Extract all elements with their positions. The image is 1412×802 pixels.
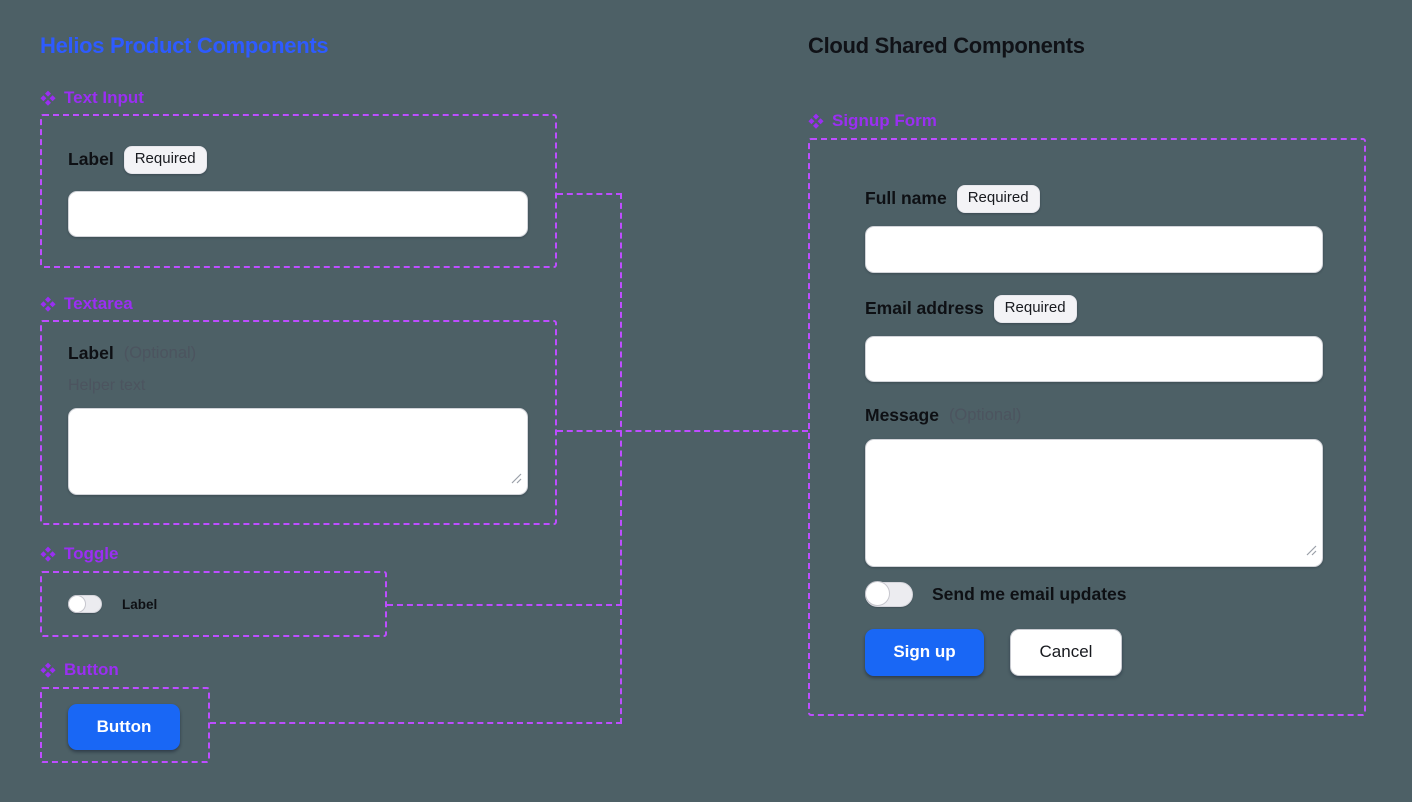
full-name-input[interactable]: [865, 225, 1323, 273]
component-name: Button: [64, 660, 119, 679]
email-updates-toggle[interactable]: [864, 581, 913, 607]
textarea-field[interactable]: [68, 408, 528, 495]
button-component-box: Button: [40, 687, 210, 763]
toggle-knob[interactable]: [864, 581, 890, 606]
textarea-component-box: Label (Optional) Helper text: [40, 320, 557, 525]
component-icon: [40, 90, 56, 106]
toggle-knob[interactable]: [67, 594, 86, 613]
text-input-field[interactable]: [68, 190, 528, 237]
component-name: Textarea: [64, 294, 133, 313]
sign-up-button[interactable]: Sign up: [865, 628, 984, 676]
text-input-component-box: Label Required: [40, 114, 557, 268]
component-header-textarea: Textarea: [40, 294, 133, 314]
optional-hint: (Optional): [948, 405, 1022, 424]
email-updates-label: Send me email updates: [932, 583, 1127, 604]
toggle-label: Label: [122, 596, 158, 612]
component-header-signup-form: Signup Form: [808, 111, 937, 131]
component-name: Signup Form: [832, 111, 937, 130]
email-label: Email address: [865, 298, 984, 319]
component-header-button: Button: [40, 660, 119, 680]
message-textarea[interactable]: [865, 438, 1323, 567]
connector-button: [210, 722, 622, 724]
component-header-toggle: Toggle: [40, 544, 118, 564]
component-icon: [40, 662, 56, 678]
field-label: Label: [68, 149, 114, 170]
optional-hint: (Optional): [123, 344, 197, 362]
required-badge: Required: [123, 146, 207, 174]
component-icon: [40, 296, 56, 312]
helper-text: Helper text: [68, 377, 146, 394]
email-input[interactable]: [865, 335, 1323, 382]
required-badge: Required: [993, 294, 1077, 323]
component-icon: [40, 546, 56, 562]
left-panel-title: Helios Product Components: [40, 33, 329, 58]
toggle-component-box: Label: [40, 571, 387, 637]
required-badge: Required: [956, 185, 1040, 213]
right-panel-title: Cloud Shared Components: [808, 33, 1085, 58]
full-name-label: Full name: [865, 188, 947, 209]
connector-trunk-vertical: [620, 193, 622, 724]
connector-textarea-to-form: [557, 430, 808, 432]
sample-button[interactable]: Button: [68, 704, 180, 750]
component-name: Toggle: [64, 544, 119, 563]
component-name: Text Input: [64, 88, 144, 107]
connector-toggle: [387, 604, 622, 606]
message-label: Message: [865, 404, 939, 425]
component-header-text-input: Text Input: [40, 88, 144, 108]
component-icon: [808, 113, 824, 129]
signup-form-component-box: Full name Required Email address Require…: [808, 138, 1366, 716]
cancel-button[interactable]: Cancel: [1010, 628, 1122, 676]
field-label: Label: [68, 343, 114, 363]
connector-text-input: [557, 193, 622, 195]
toggle-switch[interactable]: [67, 594, 102, 613]
